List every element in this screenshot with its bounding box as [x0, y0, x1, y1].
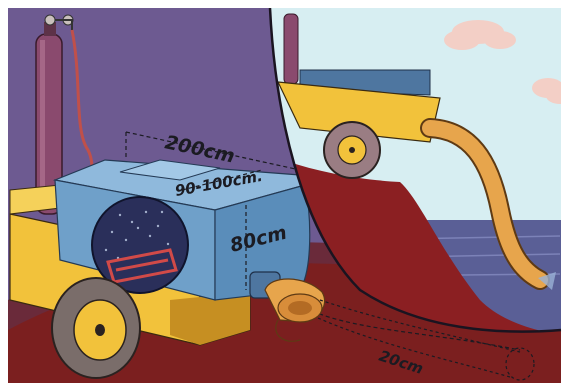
cart-wheel	[52, 278, 140, 378]
